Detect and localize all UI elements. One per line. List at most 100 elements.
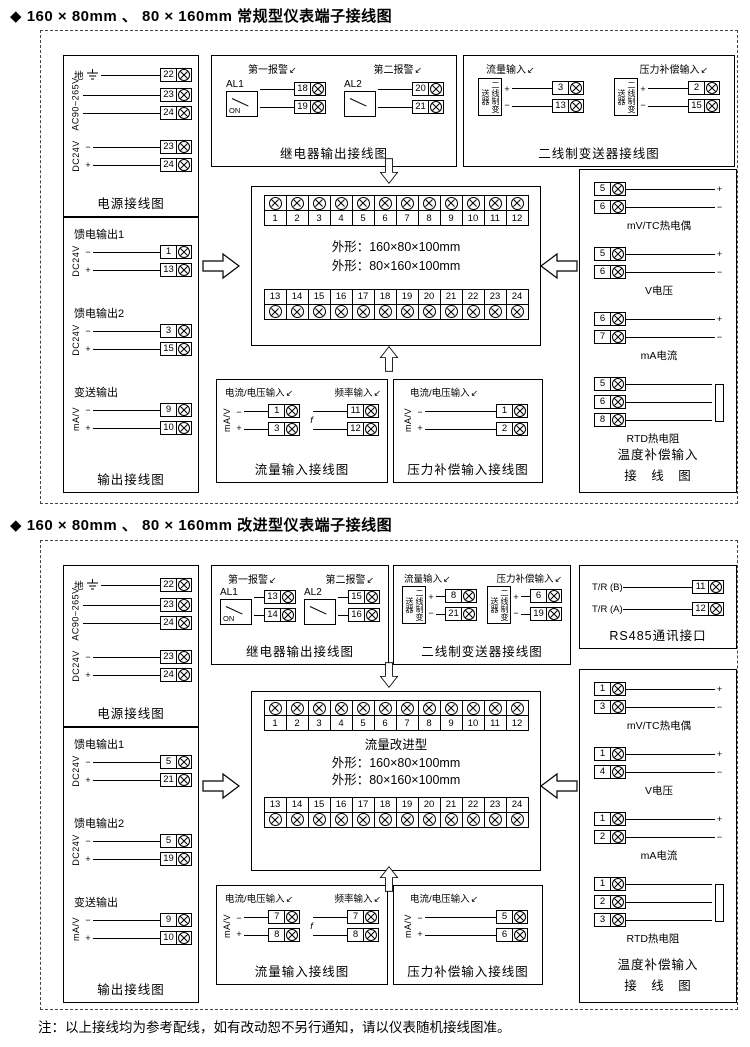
diag-arrow-icon: ↙ (554, 574, 562, 584)
screw-icon (178, 651, 190, 663)
plus: + (716, 314, 723, 324)
temp-terminal: 3 (594, 700, 626, 714)
minus: − (417, 913, 423, 923)
terminal-number: 19 (294, 100, 311, 114)
output-group-name: 变送输出 (74, 897, 118, 909)
terminal-screw (610, 765, 626, 779)
temp-terminal: 4 (594, 765, 626, 779)
signal-label: DC24V (70, 755, 81, 787)
wire (626, 771, 715, 773)
ac-range-label: AC90~265V (70, 77, 81, 131)
terminal-number: 24 (505, 288, 529, 305)
screw-icon (706, 82, 718, 94)
terminal-number: 2 (594, 895, 611, 909)
terminal-screw (176, 342, 192, 356)
terminal-screw (610, 330, 626, 344)
output-box: 馈电输出1 DC24V −+ 5 21 馈电输出2 DC24V −+ 5 (63, 727, 199, 1003)
screw-icon (334, 305, 348, 319)
terminal-number: 24 (160, 158, 177, 172)
minus: − (640, 100, 646, 110)
screw-cell (351, 195, 375, 211)
pressure-terminal: 2 (496, 422, 528, 436)
screw-icon (488, 813, 502, 826)
screw-icon (334, 701, 348, 715)
terminal-number: 5 (594, 247, 611, 261)
output-terminal: 5 (160, 755, 192, 769)
screw-icon (514, 423, 526, 435)
pressure-terminal: 5 (496, 910, 528, 924)
terminal-number: 18 (294, 82, 311, 96)
temp-terminal: 2 (594, 895, 626, 909)
terminal-number: 19 (160, 852, 177, 866)
temp-group-label: V电压 (644, 785, 673, 797)
screw-icon (514, 911, 526, 923)
terminal-screw (280, 608, 296, 622)
alarm1-label: 第一报警↙ (248, 65, 297, 76)
screw-icon (548, 608, 560, 620)
terminal-screw (610, 377, 626, 391)
minus: − (85, 247, 91, 257)
dc-terminal: 23 (160, 650, 192, 664)
terminal-number: 7 (594, 330, 611, 344)
diag-arrow-icon: ↙ (373, 388, 381, 398)
relay-terminal: 15 (348, 590, 380, 604)
screw-icon (268, 305, 282, 319)
terminal-number: 6 (373, 210, 397, 226)
relay-terminal: 13 (264, 590, 296, 604)
screw-cell (329, 700, 353, 716)
current-voltage-input-label: 电流/电压输入↙ (225, 894, 294, 905)
wire (626, 336, 715, 338)
signal-label: DC24V (70, 245, 81, 277)
pressure-input-label: 压力补偿输入↙ (496, 574, 562, 585)
twowire-terminal: 15 (688, 99, 720, 113)
terminal-number: 19 (395, 288, 419, 305)
terminal-number: 18 (373, 796, 397, 813)
plus: + (236, 423, 242, 433)
terminal-screw (704, 81, 720, 95)
relay-contact-icon (344, 91, 376, 117)
screw-cell (505, 811, 529, 828)
terminal-number: 7 (347, 910, 364, 924)
screw-cell (285, 303, 309, 320)
screw-icon (612, 878, 624, 890)
minus: − (236, 407, 242, 417)
wire (622, 608, 692, 610)
terminal-number: 20 (412, 82, 429, 96)
screw-icon (612, 896, 624, 908)
terminal-number: 12 (347, 422, 364, 436)
on-label: ON (229, 106, 241, 115)
relay-output-box: 第一报警↙ 第二报警↙ AL1 ON 13 14 AL2 (211, 565, 389, 665)
wire (626, 318, 715, 320)
alarm2-label: 第二报警↙ (373, 65, 422, 76)
signal-label: mA/V (70, 916, 81, 942)
terminal-number: 11 (347, 404, 364, 418)
screw-cell (351, 303, 375, 320)
screw-icon (286, 929, 299, 941)
transmitter-device-box: 二线制变送器 (487, 586, 511, 624)
screw-icon (178, 756, 190, 768)
terminal-number: 23 (483, 288, 507, 305)
screw-icon (422, 813, 436, 826)
dc-terminal: 24 (160, 158, 192, 172)
frequency-terminal: 11 (347, 404, 379, 418)
terminal-screw (610, 265, 626, 279)
relay-terminal: 14 (264, 608, 296, 622)
screw-cell (307, 811, 331, 828)
terminal-screw (461, 589, 477, 603)
terminal-number: 9 (439, 210, 463, 226)
plus: + (85, 670, 91, 680)
flow-input-caption: 流量输入接线图 (254, 463, 350, 477)
frequency-terminal: 8 (347, 928, 379, 942)
twowire-terminal: 2 (688, 81, 720, 95)
screw-icon (282, 609, 294, 621)
screw-icon (312, 101, 324, 113)
minus: − (85, 326, 91, 336)
wire (626, 836, 715, 838)
frequency-terminal: 12 (347, 422, 379, 436)
relay-terminal: 19 (294, 100, 326, 114)
diag-arrow-icon: ↙ (443, 574, 451, 584)
terminal-number: 3 (160, 324, 177, 338)
pressure-input-caption: 压力补偿输入接线图 (407, 463, 529, 477)
temp-terminal: 5 (594, 182, 626, 196)
